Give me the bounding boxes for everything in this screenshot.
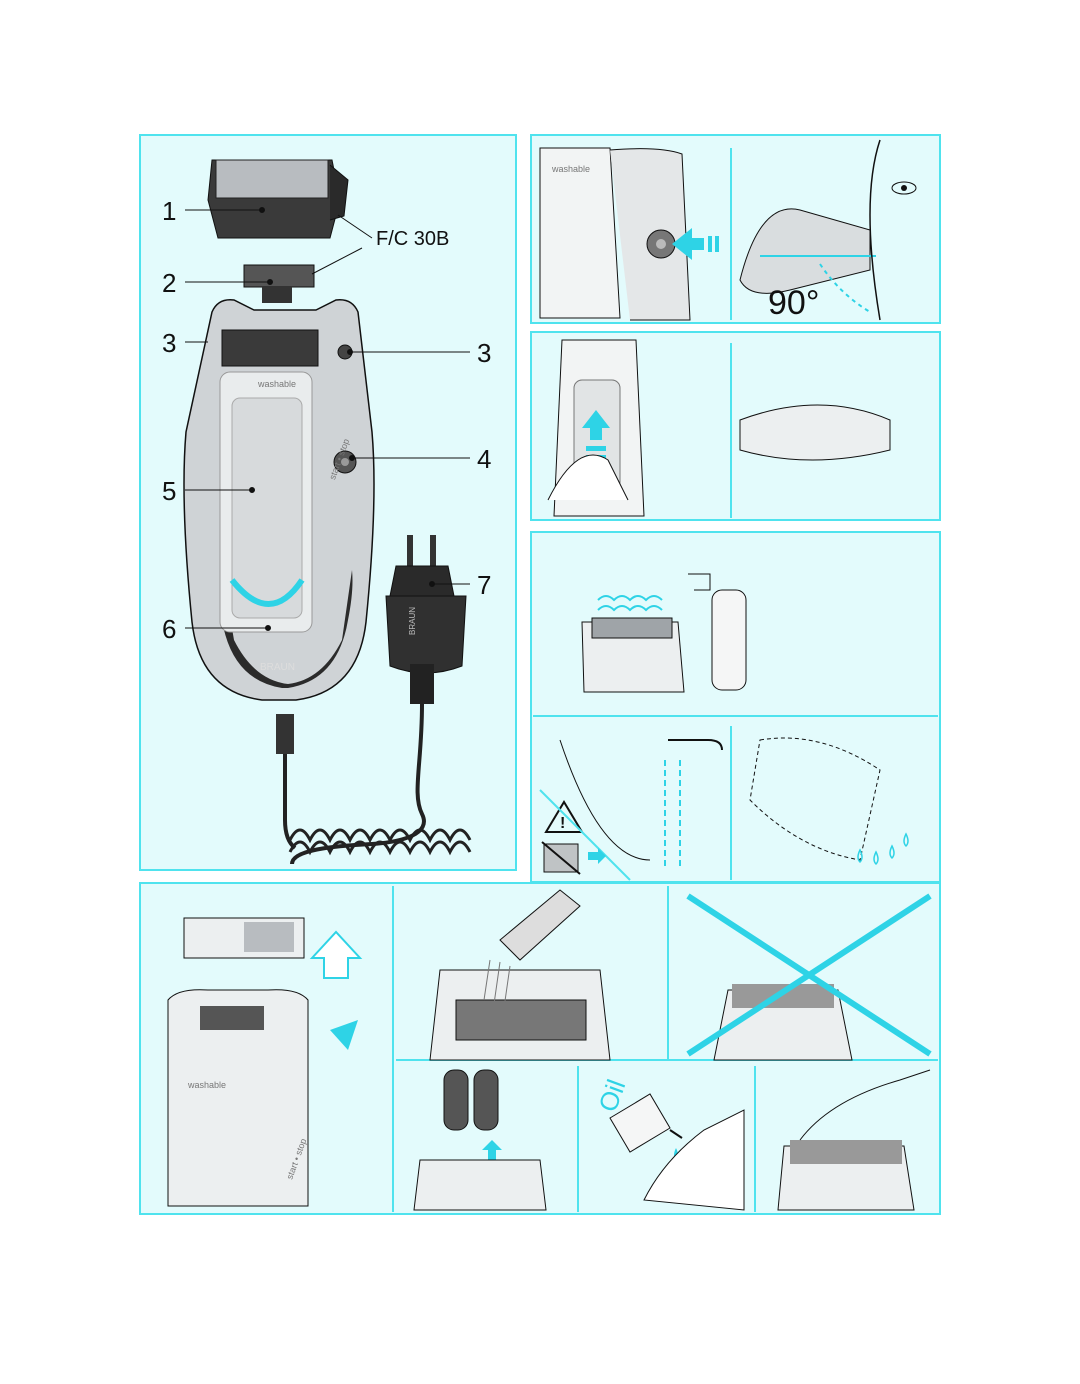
brand-logo: BRAUN (260, 662, 295, 673)
warning-icon: ! (560, 815, 565, 832)
callout-2: 2 (162, 268, 177, 298)
panel-dividers (392, 148, 938, 1212)
do-not-brush-foil-illustration (686, 893, 932, 1061)
angle-label: 90° (768, 284, 820, 322)
plug-brand-logo: BRAUN (408, 607, 417, 635)
start-stop-illustration: washable (539, 147, 719, 321)
brush-cleaning-illustration (429, 889, 611, 1061)
washable-label: washable (257, 379, 296, 389)
trimmer-illustration (547, 339, 891, 517)
callout-4: 4 (477, 444, 492, 474)
angle-illustration (739, 139, 917, 321)
callout-lines (185, 207, 470, 631)
callout-5: 5 (162, 476, 177, 506)
model-label: F/C 30B (376, 228, 450, 250)
cutter-replacement-illustration (413, 1069, 547, 1211)
cleaning-illustration: ! (539, 573, 909, 881)
foil-removal-illustration: washable start • stop (167, 917, 363, 1207)
callout-3-left: 3 (162, 328, 177, 358)
callout-7: 7 (477, 570, 492, 600)
power-cord-illustration: BRAUN (276, 535, 472, 865)
washable-label-2: washable (551, 164, 590, 174)
oil-illustration: Oil (592, 1075, 745, 1211)
callout-1: 1 (162, 196, 177, 226)
washable-label-3: washable (187, 1080, 226, 1090)
oil-foil-illustration (777, 1069, 931, 1211)
callout-3-right: 3 (477, 338, 492, 368)
callout-6: 6 (162, 614, 177, 644)
shaver-illustration: washable start • stop BRAUN (183, 159, 375, 701)
